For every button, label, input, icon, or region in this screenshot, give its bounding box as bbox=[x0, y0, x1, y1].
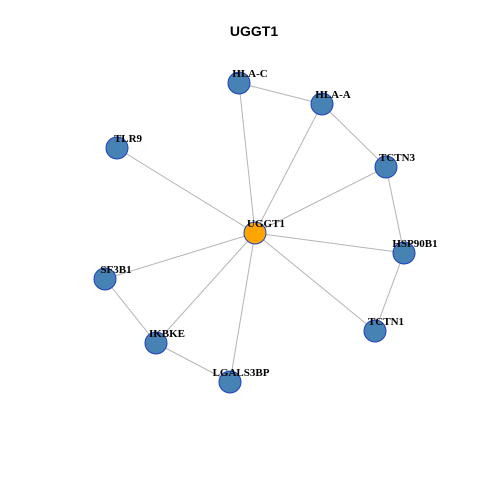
node-tctn3: TCTN3 bbox=[374, 152, 416, 179]
node-ikbke: IKBKE bbox=[144, 328, 185, 355]
edge-sf3b1-ikbke bbox=[104, 278, 157, 344]
edge-ikbke-lgals3bp bbox=[155, 342, 231, 383]
node-circle-ikbke bbox=[144, 331, 168, 355]
edge-uggt1-hla-a bbox=[254, 103, 323, 234]
edge-hla-c-hla-a bbox=[238, 82, 323, 105]
node-circle-uggt1 bbox=[243, 221, 267, 245]
edge-tctn3-hsp90b1 bbox=[385, 166, 405, 254]
nodes-layer: UGGT1 HLA-C HLA-A TLR9TCTN3HSP90B1SF3B1TCTN… bbox=[93, 68, 438, 394]
node-label-hla-c: HLA-C bbox=[232, 68, 268, 80]
edge-uggt1-tctn3 bbox=[254, 166, 387, 234]
node-label-uggt1: UGGT1 bbox=[247, 218, 285, 230]
edge-uggt1-hsp90b1 bbox=[254, 232, 405, 254]
node-circle-lgals3bp bbox=[218, 370, 242, 394]
node-label-tlr9: TLR9 bbox=[114, 133, 143, 145]
node-label-tctn3: TCTN3 bbox=[379, 152, 416, 164]
node-circle-tlr9 bbox=[105, 136, 129, 160]
node-circle-tctn1 bbox=[363, 319, 387, 343]
node-circle-hla-a bbox=[310, 92, 334, 116]
node-circle-hsp90b1 bbox=[392, 241, 416, 265]
edge-uggt1-sf3b1 bbox=[104, 232, 256, 280]
node-lgals3bp: LGALS3BP bbox=[213, 367, 270, 394]
node-label-hla-a: HLA-A bbox=[315, 89, 351, 101]
edge-hla-a-tctn3 bbox=[321, 103, 387, 168]
node-hla-a: HLA-A bbox=[310, 89, 351, 116]
edge-hsp90b1-tctn1 bbox=[374, 252, 405, 332]
node-uggt1: UGGT1 bbox=[243, 218, 285, 245]
edge-uggt1-hla-c bbox=[238, 82, 256, 234]
edge-uggt1-tlr9 bbox=[116, 147, 256, 234]
edge-uggt1-lgals3bp bbox=[229, 232, 256, 383]
node-tctn1: TCTN1 bbox=[363, 316, 404, 343]
node-hsp90b1: HSP90B1 bbox=[392, 238, 438, 265]
edges-layer bbox=[104, 82, 405, 383]
node-label-sf3b1: SF3B1 bbox=[100, 264, 131, 276]
node-hla-c: HLA-C bbox=[227, 68, 268, 95]
node-circle-tctn3 bbox=[374, 155, 398, 179]
graph-title: UGGT1 bbox=[230, 23, 278, 39]
edge-uggt1-ikbke bbox=[155, 232, 256, 344]
node-circle-sf3b1 bbox=[93, 267, 117, 291]
node-circle-hla-c bbox=[227, 71, 251, 95]
edge-uggt1-tctn1 bbox=[254, 232, 376, 332]
node-sf3b1: SF3B1 bbox=[93, 264, 132, 291]
node-label-lgals3bp: LGALS3BP bbox=[213, 367, 270, 379]
node-label-hsp90b1: HSP90B1 bbox=[392, 238, 437, 250]
node-label-tctn1: TCTN1 bbox=[368, 316, 404, 328]
node-label-ikbke: IKBKE bbox=[149, 328, 185, 340]
node-tlr9: TLR9 bbox=[105, 133, 143, 160]
